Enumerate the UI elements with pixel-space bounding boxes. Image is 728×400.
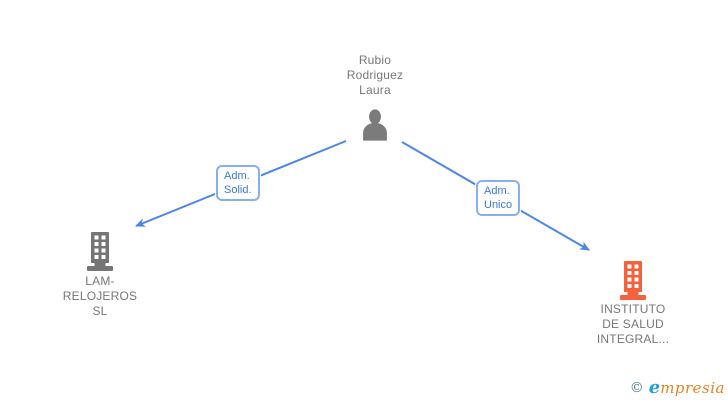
edge-label-line: Unico <box>484 199 513 211</box>
copyright-icon: © <box>629 380 644 396</box>
person-node-label[interactable]: Rubio Rodriguez Laura <box>295 53 455 98</box>
company-name-line: DE SALUD <box>602 317 664 331</box>
brand-initial: e <box>648 377 661 398</box>
person-node[interactable] <box>358 109 392 146</box>
person-name-line: Laura <box>359 83 391 97</box>
brand-name: mpresia <box>660 379 725 397</box>
company-node-label[interactable]: LAM- RELOJEROS SL <box>30 274 170 319</box>
edge-label-line: Adm. <box>484 185 510 197</box>
company-node-lam-relojeros[interactable] <box>84 232 116 277</box>
company-node-label[interactable]: INSTITUTO DE SALUD INTEGRAL... <box>558 302 708 347</box>
company-name-line: RELOJEROS <box>62 289 138 303</box>
person-name-line: Rubio <box>358 53 392 67</box>
edge-label-adm-unico: Adm. Unico <box>476 180 521 216</box>
empresia-logo[interactable]: ©empresia <box>630 377 725 398</box>
building-icon <box>620 261 646 300</box>
edge-label-line: Adm. <box>224 170 250 182</box>
edge-label-adm-solid: Adm. Solid. <box>216 165 260 201</box>
person-icon <box>363 109 387 141</box>
building-icon <box>87 232 113 271</box>
edge-label-line: Solid. <box>224 184 252 196</box>
company-node-instituto-salud[interactable] <box>617 261 649 306</box>
company-name-line: LAM- <box>85 274 115 288</box>
company-name-line: INTEGRAL... <box>596 332 670 346</box>
person-name-line: Rodriguez <box>346 68 404 82</box>
company-name-line: SL <box>92 304 108 318</box>
company-name-line: INSTITUTO <box>600 302 666 316</box>
